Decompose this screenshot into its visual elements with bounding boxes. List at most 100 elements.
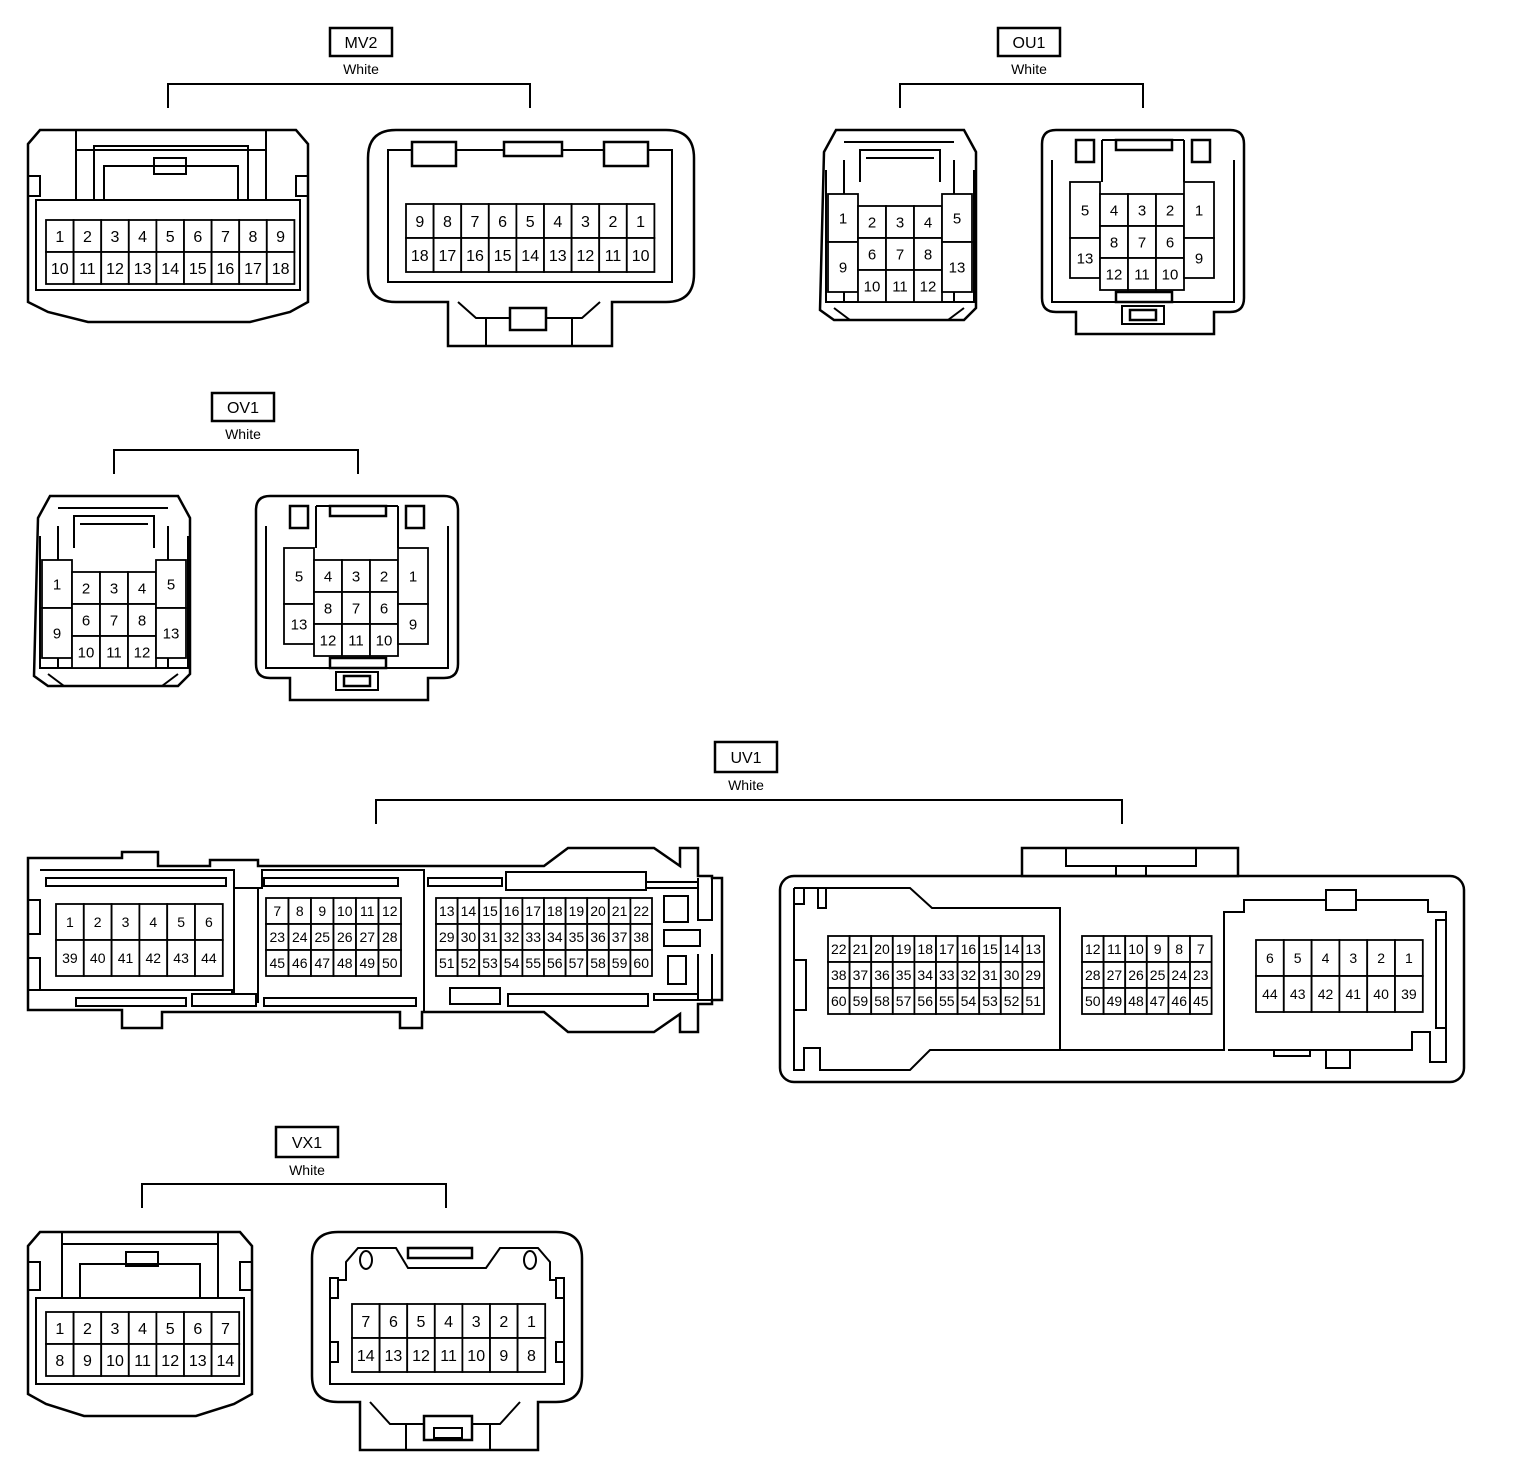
uv1-right-b-pin-24-number: 24 [1171, 967, 1187, 983]
ou1-right-pin-6-number: 6 [1166, 234, 1174, 251]
uv1-right-a-pin-31-number: 31 [982, 967, 998, 983]
vx1-right-pin-9: 9 [489, 1337, 519, 1373]
uv1-left-c-pin-30: 30 [456, 923, 481, 951]
ov1-left-pin-4: 4 [127, 571, 157, 605]
ou1-left-pin-8-number: 8 [924, 246, 932, 263]
uv1-right-c-pin-41: 41 [1338, 975, 1369, 1013]
ou1-left-pin-9-number: 9 [839, 259, 847, 276]
mv2-left-pin-3-number: 3 [111, 229, 120, 246]
uv1-right-b-pin-45: 45 [1189, 987, 1213, 1015]
uv1-right-b-pin-26: 26 [1124, 961, 1148, 989]
uv1-left-c-pin-51: 51 [435, 949, 459, 977]
mv2-code: MV2 [345, 35, 378, 52]
uv1-right-b-pin-45-number: 45 [1193, 993, 1209, 1009]
ov1-left-pin-8: 8 [127, 603, 157, 637]
uv1-right-b-pin-11-number: 11 [1107, 941, 1122, 957]
mv2-right-pin-1-number: 1 [636, 214, 645, 231]
uv1-right-a-pin-56-number: 56 [917, 993, 933, 1009]
uv1-right-c-pin-1-number: 1 [1405, 950, 1413, 966]
vx1-code: VX1 [292, 1135, 322, 1152]
vx1-left-pin-10: 10 [100, 1343, 130, 1377]
ov1-left-pin-12-number: 12 [134, 644, 151, 661]
ov1-right-pin-8-number: 8 [324, 600, 332, 617]
ou1-right-pin-6: 6 [1155, 225, 1185, 259]
vx1-left-pin-2: 2 [72, 1311, 103, 1345]
uv1-right-b-pin-50-number: 50 [1085, 993, 1101, 1009]
uv1-left-c-pin-31-number: 31 [482, 929, 498, 945]
uv1-left-b-pin-23-number: 23 [269, 929, 285, 945]
uv1-left-b-pin-48: 48 [332, 949, 357, 977]
uv1-left-c-pin-52-number: 52 [461, 955, 477, 971]
uv1-left-a-pin-40: 40 [82, 939, 113, 977]
ou1-left-pin-6-number: 6 [868, 246, 876, 263]
uv1-left-a-pin-43: 43 [166, 939, 196, 977]
uv1-left-c-pin-34-number: 34 [547, 929, 563, 945]
uv1-right-a-pin-14-number: 14 [1004, 941, 1020, 957]
ov1-left-pin-12: 12 [127, 635, 157, 669]
uv1-right-c-pin-3-number: 3 [1349, 950, 1357, 966]
mv2-left-pin-8-number: 8 [249, 229, 258, 246]
mv2-right-pin-11-number: 11 [605, 248, 622, 265]
uv1-right-a-pin-33: 33 [935, 961, 959, 989]
uv1-right-c-pin-6: 6 [1255, 939, 1285, 977]
uv1-left-c-pin-18-number: 18 [547, 903, 563, 919]
uv1-right-b-pin-9: 9 [1145, 935, 1170, 963]
uv1-left-c-pin-20: 20 [586, 897, 610, 925]
mv2-right-pin-2: 2 [598, 203, 628, 239]
mv2-right-pin-17: 17 [432, 237, 463, 273]
uv1-left-a-pin-1-number: 1 [66, 914, 74, 930]
uv1-left-c-pin-35-number: 35 [569, 929, 585, 945]
uv1-left-c-pin-17: 17 [521, 897, 545, 925]
vx1-left-pin-9-number: 9 [83, 1353, 92, 1370]
uv1-right-a-pin-57-number: 57 [896, 993, 912, 1009]
mv2-right-pin-10-number: 10 [632, 248, 650, 265]
uv1-right-c-pin-40: 40 [1366, 975, 1396, 1013]
uv1-left-a-pin-1: 1 [55, 903, 85, 941]
ou1-right-pin-4: 4 [1099, 193, 1129, 227]
mv2-left-pin-3: 3 [100, 219, 130, 253]
ou1-right-pin-3: 3 [1127, 193, 1157, 227]
ou1-code: OU1 [1013, 35, 1046, 52]
uv1-left-b-pin-11-number: 11 [360, 903, 375, 919]
mv2-right-pin-8-number: 8 [443, 214, 452, 231]
uv1-right-a-pin-37-number: 37 [853, 967, 869, 983]
uv1-right-a-pin-19-number: 19 [896, 941, 912, 957]
ou1-right-pin-11: 11 [1127, 257, 1157, 291]
mv2-right-pin-7: 7 [460, 203, 490, 239]
ov1-code-box [210, 391, 276, 423]
ov1-left-side-left: 19 [41, 559, 73, 659]
uv1-left-c-pin-55-number: 55 [525, 955, 541, 971]
uv1-left-b-pin-10: 10 [332, 897, 357, 925]
vx1-left-pin-11-number: 11 [134, 1353, 151, 1370]
uv1-color: White [728, 777, 764, 793]
uv1-right-b-pin-25: 25 [1145, 961, 1170, 989]
vx1-right-pin-10: 10 [461, 1337, 491, 1373]
uv1-left-b-pin-45: 45 [265, 949, 290, 977]
uv1-left-a-pin-39: 39 [55, 939, 85, 977]
uv1-left-a-pin-2-number: 2 [94, 914, 102, 930]
uv1-right-a-pin-51-number: 51 [1025, 993, 1041, 1009]
ov1-right-pin-12: 12 [313, 623, 343, 657]
uv1-right-a-pin-30-number: 30 [1004, 967, 1020, 983]
vx1-left-pin-3: 3 [100, 1311, 130, 1345]
uv1-left-c-pin-15: 15 [478, 897, 502, 925]
vx1-left-pin-7-number: 7 [221, 1321, 230, 1338]
uv1-right-b-pin-46-number: 46 [1171, 993, 1187, 1009]
vx1-right-pin-7-number: 7 [361, 1314, 370, 1331]
ou1-left-pin-1: 1 [827, 193, 859, 243]
ou1-left-pin-3: 3 [885, 205, 915, 239]
vx1-left-pin-7: 7 [210, 1311, 241, 1345]
ov1-right-pin-12-number: 12 [320, 632, 337, 649]
uv1-code-box [713, 740, 779, 774]
uv1-right-b-pin-8-number: 8 [1175, 941, 1183, 957]
uv1-right-a-pin-29: 29 [1021, 961, 1045, 989]
mv2-right-pin-3-number: 3 [581, 214, 590, 231]
vx1-left-pin-13-number: 13 [189, 1353, 207, 1370]
ou1-right-pin-8: 8 [1099, 225, 1129, 259]
uv1-left-c-pin-16: 16 [499, 897, 524, 925]
uv1-left-c-pin-36: 36 [586, 923, 610, 951]
uv1-right-a-pin-14: 14 [999, 935, 1024, 963]
uv1-left-a-pin-3: 3 [110, 903, 141, 941]
uv1-right-b-pin-27-number: 27 [1107, 967, 1123, 983]
uv1-left-c-pin-14-number: 14 [461, 903, 477, 919]
